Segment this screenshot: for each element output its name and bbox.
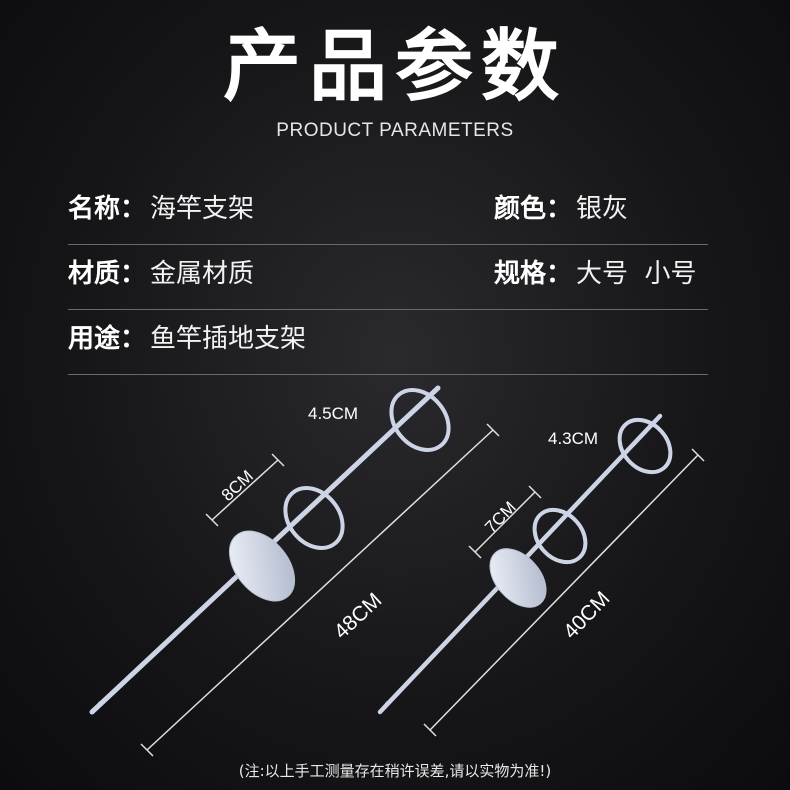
small-ring-diameter-label: 4.3CM xyxy=(548,429,598,448)
disclaimer-note: (注:以上手工测量存在稍许误差,请以实物为准!) xyxy=(238,762,552,780)
param-row-name-color: 名称：海竿支架 颜色：银灰 xyxy=(68,180,708,245)
small-spacing-label: 7CM xyxy=(481,498,520,537)
large-stand: 48CM 8CM 4.5CM xyxy=(89,385,500,757)
page-subtitle: PRODUCT PARAMETERS xyxy=(276,120,514,141)
small-spacing-dim-line xyxy=(474,491,536,553)
param-label: 颜色： xyxy=(494,194,573,224)
large-stand-middle-ring xyxy=(283,486,345,550)
param-spec: 规格：大号 小号 xyxy=(494,257,697,291)
param-label: 规格： xyxy=(494,259,573,289)
large-length-dim-line xyxy=(146,429,494,751)
small-length-dim-line xyxy=(429,454,699,731)
param-value: 海竿支架 xyxy=(150,194,255,224)
small-stand-tip xyxy=(380,700,387,712)
param-value: 银灰 xyxy=(576,194,629,224)
param-value: 鱼竿插地支架 xyxy=(150,324,307,354)
small-stand-disc xyxy=(489,548,547,608)
param-material: 材质：金属材质 xyxy=(68,257,254,291)
product-illustration: 48CM 8CM 4.5CM 40CM 7CM 4.3CM xyxy=(89,385,705,757)
param-usage: 用途：鱼竿插地支架 xyxy=(68,322,306,356)
large-stand-top-ring xyxy=(389,388,451,452)
small-stand-top-ring xyxy=(617,417,673,475)
param-name: 名称：海竿支架 xyxy=(68,192,254,226)
large-stand-disc xyxy=(228,530,296,602)
param-label: 名称： xyxy=(68,194,147,224)
param-row-usage: 用途：鱼竿插地支架 xyxy=(68,310,708,375)
param-label: 用途： xyxy=(68,324,147,354)
parameter-table: 名称：海竿支架 颜色：银灰 材质：金属材质 规格：大号 小号 用途：鱼竿插地支架 xyxy=(68,180,708,375)
param-value: 大号 小号 xyxy=(576,259,697,289)
large-spacing-label: 8CM xyxy=(218,467,257,505)
param-label: 材质： xyxy=(68,259,147,289)
large-length-label: 48CM xyxy=(330,589,387,644)
param-value: 金属材质 xyxy=(150,259,255,289)
param-color: 颜色：银灰 xyxy=(494,192,628,226)
large-spacing-dim-line xyxy=(211,459,279,521)
page-title: 产品参数 xyxy=(222,22,567,112)
small-length-label: 40CM xyxy=(559,587,614,643)
large-ring-diameter-label: 4.5CM xyxy=(308,404,358,423)
large-stand-tip xyxy=(92,700,100,712)
small-stand-middle-ring xyxy=(532,507,588,565)
small-stand: 40CM 7CM 4.3CM xyxy=(377,413,705,737)
param-row-material-spec: 材质：金属材质 规格：大号 小号 xyxy=(68,245,708,310)
